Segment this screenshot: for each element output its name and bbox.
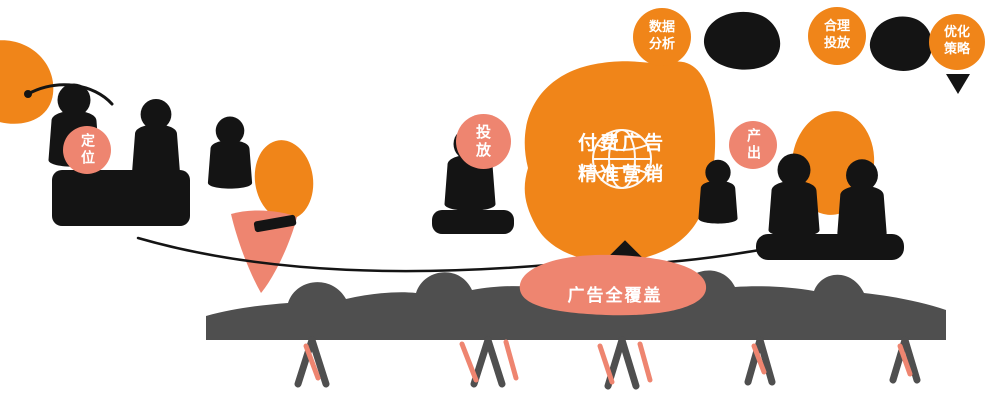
globe-icon [592, 129, 652, 189]
badge-delivery-label: 投放 [474, 123, 492, 160]
badge-output-label: 产出 [745, 128, 761, 162]
badge-delivery: 投放 [456, 114, 511, 169]
decor-blob-2 [869, 16, 933, 71]
coverage-blob [519, 254, 707, 316]
center-title-line1: 付费广告 [577, 132, 666, 154]
pointer-arrow [946, 74, 970, 94]
badge-reasonable-delivery: 合理投放 [808, 7, 866, 65]
workstation-center [432, 210, 514, 234]
person-mid [207, 116, 253, 189]
spotlight-triangle [231, 210, 297, 293]
flow-line-left [136, 236, 562, 273]
person-left-2 [132, 99, 180, 177]
badge-optimization-strategy-label: 优化策略 [943, 25, 970, 57]
people-silhouettes [24, 83, 904, 260]
center-title: 付费广告 精准营销 [552, 128, 692, 190]
left-blob [254, 140, 314, 220]
lamp-head [24, 90, 32, 98]
badge-optimization-strategy: 优化策略 [929, 14, 985, 70]
center-blob [524, 61, 716, 262]
badge-reasonable-delivery-label: 合理投放 [823, 19, 850, 51]
badge-output: 产出 [729, 121, 777, 169]
badge-positioning: 定位 [63, 126, 111, 174]
badge-data-analysis: 数据分析 [633, 8, 691, 66]
center-title-line2: 精准营销 [577, 163, 666, 185]
laptop-mid [253, 214, 297, 233]
coverage-label: 广告全覆盖 [567, 286, 663, 306]
workstation-right [756, 234, 904, 260]
flow-lines [136, 236, 797, 273]
desk-accents [303, 339, 913, 385]
workstation-left [52, 170, 190, 226]
badge-data-analysis-label: 数据分析 [648, 20, 675, 52]
corner-blob [0, 40, 54, 124]
decor-blob-1 [703, 11, 781, 70]
badge-positioning-label: 定位 [79, 133, 95, 167]
